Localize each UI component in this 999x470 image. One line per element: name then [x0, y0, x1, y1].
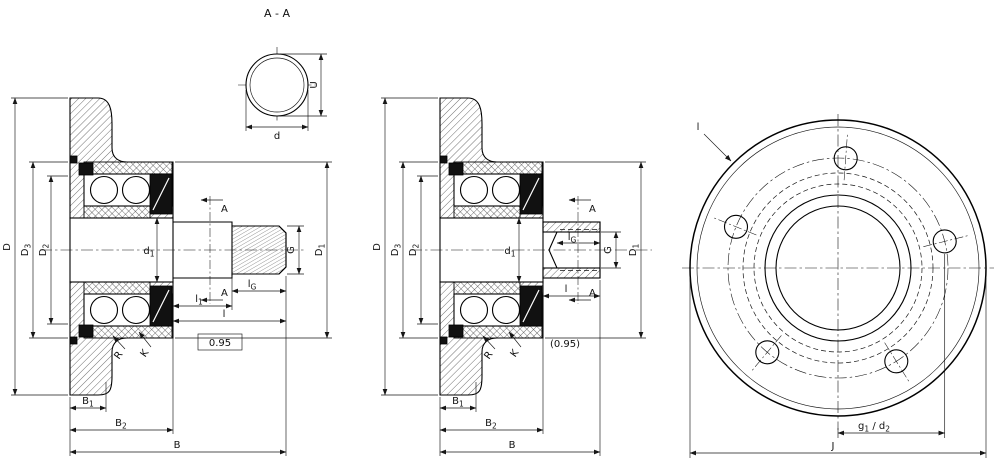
bolt-hole	[932, 229, 957, 254]
left-section-view: A A D D3 D2 d1 G	[2, 97, 332, 456]
ball	[121, 175, 151, 205]
label-l: l	[223, 309, 226, 320]
middle-section-view: A A D D3 D2 d1 lG G	[372, 97, 652, 456]
dim-d1: d1	[504, 217, 522, 283]
bearing-bottom-row	[78, 281, 173, 339]
seal-inner	[78, 324, 94, 338]
thread-section	[231, 225, 287, 275]
seal-inner	[78, 162, 94, 176]
dim-U: U	[280, 53, 327, 117]
label-lG: lG	[568, 232, 577, 245]
bolt-hole	[833, 146, 858, 171]
seal-inner	[448, 162, 464, 176]
label-d1: d1	[504, 246, 515, 259]
pilot-circle	[764, 194, 912, 342]
flange-face-detail	[439, 336, 448, 345]
thread-root-circle	[249, 57, 305, 113]
label-B2: B2	[485, 418, 497, 431]
label-R: R	[112, 350, 125, 362]
label-B1: B1	[82, 396, 94, 409]
dims-right-diameters: G D1	[175, 161, 332, 339]
label-l: l	[565, 284, 568, 295]
bolt-hole	[723, 214, 749, 239]
bolt-hole	[884, 349, 909, 374]
label-B: B	[509, 440, 516, 451]
label-B2: B2	[115, 418, 127, 431]
bore-circle	[775, 205, 901, 331]
label-J: J	[831, 441, 835, 452]
label-A-bottom: A	[221, 288, 228, 299]
label-R: R	[482, 350, 495, 362]
label-leader: l	[697, 122, 700, 133]
section-title: A - A	[264, 7, 290, 20]
flange-face-detail	[69, 336, 78, 345]
label-lG: lG	[248, 279, 257, 292]
leader-callout: l	[697, 122, 732, 162]
section-detail-a-a: A - A U d	[238, 7, 327, 142]
ball	[491, 175, 521, 205]
ball	[89, 295, 119, 325]
dim-d: d	[245, 90, 309, 142]
hidden-circle-2	[753, 183, 923, 353]
label-A-bottom: A	[589, 288, 596, 299]
label-tolerance: 0.95	[209, 338, 231, 349]
dim-J: J	[689, 278, 987, 458]
dims-widths: B1 B2 B	[69, 382, 287, 456]
label-B1: B1	[452, 396, 464, 409]
ball	[459, 175, 489, 205]
dim-d1: d1	[143, 217, 160, 283]
label-d: d	[274, 131, 280, 142]
ball	[459, 295, 489, 325]
dims-left-diameters: D D3 D2	[2, 97, 68, 396]
dim-l: l	[542, 280, 601, 456]
flange-edge-circle	[696, 126, 980, 410]
dims-lengths: lG l1 l	[172, 276, 287, 456]
dims-right-diameters: G D1	[545, 161, 646, 339]
ball	[89, 175, 119, 205]
label-U: U	[309, 81, 320, 88]
dims-widths: B1 B2 B	[439, 382, 601, 456]
ball	[121, 295, 151, 325]
bearing-top-row	[448, 161, 543, 219]
label-G: G	[603, 246, 614, 254]
label-D2: D2	[38, 244, 51, 257]
ball	[491, 295, 521, 325]
label-D3: D3	[20, 244, 33, 257]
label-D2: D2	[408, 244, 421, 257]
label-tolerance: (0.95)	[550, 339, 580, 350]
tolerance-frame: 0.95	[197, 333, 243, 351]
label-l1: l1	[195, 294, 203, 307]
label-G: G	[286, 246, 297, 254]
label-A-top: A	[221, 204, 228, 215]
flange-outer-circle	[689, 119, 987, 417]
flange-face-detail	[439, 155, 448, 164]
bearing-bottom-row	[448, 281, 543, 339]
label-D: D	[372, 243, 383, 251]
front-flange-view: l g1 / d2 J	[682, 114, 994, 458]
label-g1-d2: g1 / d2	[858, 421, 890, 434]
section-line-A: A A	[200, 196, 228, 304]
dim-g1-d2: g1 / d2	[837, 254, 946, 438]
label-K: K	[509, 347, 522, 359]
bearing-top-row	[78, 161, 173, 219]
stud-cross-section	[245, 53, 309, 117]
bolt-holes	[713, 134, 969, 382]
label-D3: D3	[390, 244, 403, 257]
label-D1: D1	[314, 244, 327, 257]
bolt-circle	[727, 157, 949, 379]
flange-face-detail	[69, 155, 78, 164]
hidden-circle-1	[742, 172, 934, 364]
label-D1: D1	[628, 244, 641, 257]
section-line-A: A A	[568, 196, 596, 304]
label-A-top: A	[589, 204, 596, 215]
label-B: B	[174, 440, 181, 451]
bolt-hole	[755, 340, 780, 365]
seal-inner	[448, 324, 464, 338]
label-D: D	[2, 243, 13, 251]
dim-lG: lG	[556, 232, 601, 246]
dims-left-diameters: D D3 D2	[372, 97, 438, 396]
label-d1: d1	[143, 246, 154, 259]
label-K: K	[139, 347, 152, 359]
